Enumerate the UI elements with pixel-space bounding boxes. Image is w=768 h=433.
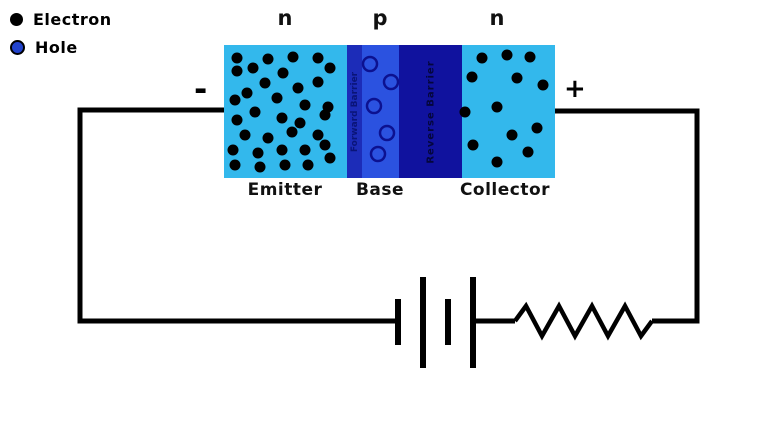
collector-electron-dots: [459, 49, 549, 168]
transistor-block: Forward Barrier Reverse Barrier: [224, 45, 555, 178]
hole-dot-icon: [10, 39, 25, 55]
emitter-label: Emitter: [247, 180, 323, 200]
wire-resistor-to-collector: [555, 108, 700, 324]
electron-dot-icon: [10, 12, 23, 26]
doping-label-collector-n: n: [489, 6, 505, 30]
resistor-symbol: [513, 301, 654, 341]
positive-terminal-sign: +: [564, 74, 586, 104]
legend-label-hole: Hole: [35, 37, 78, 57]
particles-layer: [227, 49, 549, 173]
wiring-layer: [77, 107, 700, 341]
legend: Electron Hole: [10, 8, 112, 58]
forward-barrier-region: Forward Barrier: [347, 45, 362, 178]
reverse-barrier-region: Reverse Barrier: [399, 45, 462, 178]
collector-region: [462, 45, 555, 178]
doping-label-base-p: p: [372, 6, 388, 30]
legend-item-electron: Electron: [10, 8, 112, 30]
base-label: Base: [355, 180, 405, 200]
emitter-electron-dots: [227, 51, 336, 173]
legend-label-electron: Electron: [33, 9, 112, 29]
wire-emitter-to-battery: [77, 107, 395, 324]
doping-label-emitter-n: n: [277, 6, 293, 30]
negative-terminal-sign: -: [194, 70, 208, 108]
base-hole-circles: [361, 55, 400, 163]
collector-label: Collector: [459, 180, 551, 200]
legend-item-hole: Hole: [10, 36, 112, 58]
battery-symbol: [395, 277, 476, 368]
